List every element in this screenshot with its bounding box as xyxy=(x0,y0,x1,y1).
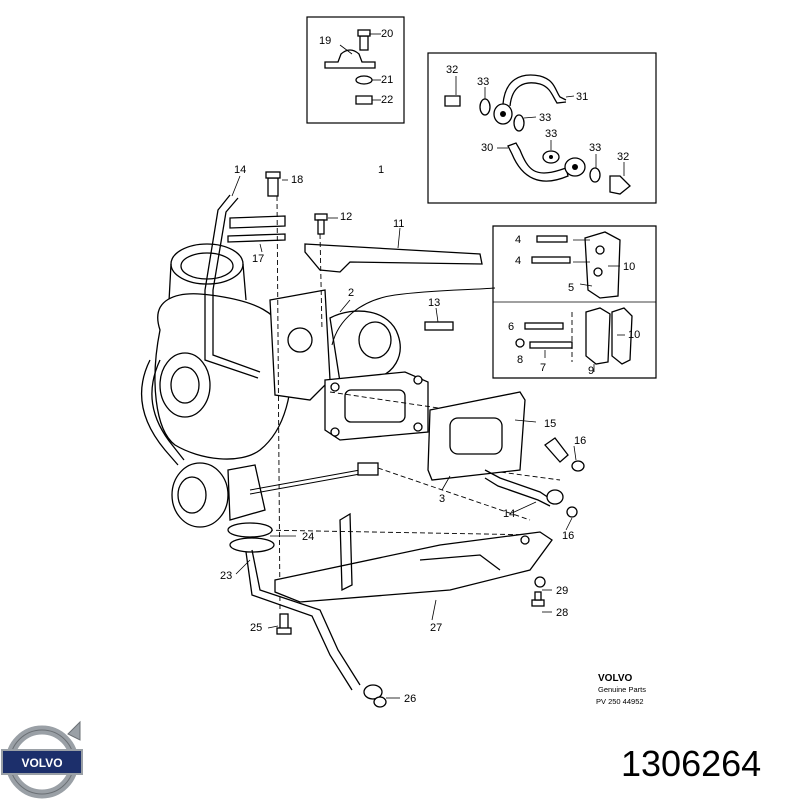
callout-2: 2 xyxy=(348,287,354,299)
callout-29: 29 xyxy=(556,585,568,597)
oil-drain-pipe xyxy=(227,522,387,708)
callout-33d: 33 xyxy=(589,142,601,154)
callout-32b: 32 xyxy=(617,151,629,163)
callout-26: 26 xyxy=(404,693,416,705)
callout-11: 11 xyxy=(393,218,404,230)
inset-clamp xyxy=(306,16,405,124)
callout-10b: 10 xyxy=(628,329,640,341)
oil-return-pipe xyxy=(484,437,585,518)
callout-20: 20 xyxy=(381,28,393,40)
callout-28: 28 xyxy=(556,607,568,619)
callout-4a: 4 xyxy=(515,234,521,246)
callout-30: 30 xyxy=(481,142,493,154)
genuine-parts-block: VOLVO Genuine Parts PV 250 44952 xyxy=(596,673,646,706)
callout-25: 25 xyxy=(250,622,262,634)
gasket xyxy=(427,391,526,481)
callout-7: 7 xyxy=(540,362,546,374)
callout-27: 27 xyxy=(430,622,442,634)
inset-bracket xyxy=(492,225,657,379)
callout-13: 13 xyxy=(428,297,440,309)
callout-21: 21 xyxy=(381,74,393,86)
logo-text: VOLVO xyxy=(21,756,62,770)
callout-8: 8 xyxy=(517,354,523,366)
callout-18: 18 xyxy=(291,174,303,186)
callout-24: 24 xyxy=(302,531,314,543)
leader-line xyxy=(331,287,496,346)
callout-17: 17 xyxy=(252,253,264,265)
brand-subtitle: Genuine Parts xyxy=(598,685,646,694)
callout-19: 19 xyxy=(319,35,331,47)
callout-5: 5 xyxy=(568,282,574,294)
callout-16b: 16 xyxy=(562,530,574,542)
inset-oil-pipes xyxy=(427,52,657,204)
callout-22: 22 xyxy=(381,94,393,106)
callout-32a: 32 xyxy=(446,64,458,76)
callout-15: 15 xyxy=(544,418,556,430)
brand-name: VOLVO xyxy=(598,673,632,684)
callout-14b: 14 xyxy=(503,508,515,520)
callout-16a: 16 xyxy=(574,435,586,447)
callout-12: 12 xyxy=(340,211,352,223)
volvo-logo: VOLVO xyxy=(1,720,83,799)
leader-lines xyxy=(231,175,577,699)
drawing-code: PV 250 44952 xyxy=(596,697,644,706)
support-bracket xyxy=(274,512,553,607)
callout-3: 3 xyxy=(439,493,445,505)
callout-33b: 33 xyxy=(539,112,551,124)
callout-10a: 10 xyxy=(623,261,635,273)
callout-9: 9 xyxy=(588,365,594,377)
callout-labels: 1 2 3 4 4 5 6 7 8 9 10 10 11 12 13 14 14… xyxy=(220,28,640,705)
turbocharger xyxy=(140,171,483,528)
callout-14a: 14 xyxy=(234,164,246,176)
callout-23: 23 xyxy=(220,570,232,582)
callout-33c: 33 xyxy=(545,128,557,140)
callout-33a: 33 xyxy=(477,76,489,88)
callout-4b: 4 xyxy=(515,255,521,267)
part-number: 1306264 xyxy=(621,743,761,784)
callout-1: 1 xyxy=(378,164,384,176)
callout-6: 6 xyxy=(508,321,514,333)
callout-31: 31 xyxy=(576,91,588,103)
